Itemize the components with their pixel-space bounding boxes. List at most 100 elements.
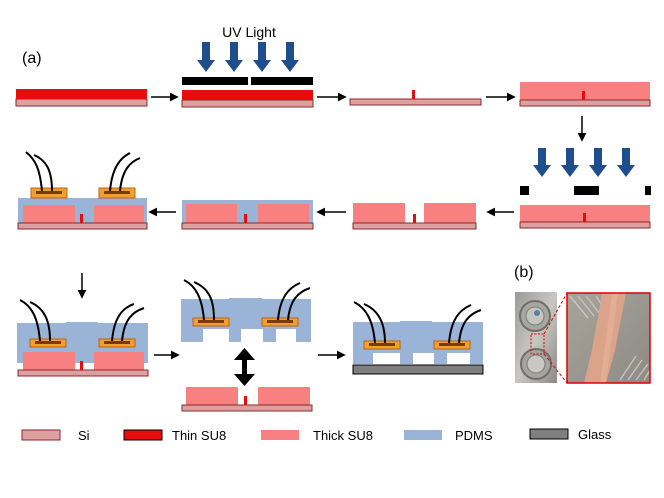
panel-a-label: (a) [22, 50, 42, 67]
wire [119, 157, 141, 192]
step-4-thick-su8-coating [519, 82, 651, 107]
legend-item-thin-su8: Thin SU8 [123, 428, 226, 443]
microchannel [584, 293, 626, 383]
wire [277, 282, 301, 321]
uv-arrows [533, 148, 635, 177]
legend-swatch [123, 429, 163, 441]
legend-label: Si [78, 428, 90, 443]
si-substrate [17, 369, 149, 377]
device-photo-zoom [566, 292, 651, 384]
electrode-film [104, 191, 130, 194]
wire [25, 151, 43, 192]
thick-su8-block [258, 204, 309, 223]
thin-su8-feature [583, 213, 586, 222]
legend: Si Thin SU8 Thick SU8 PDMS Glass [21, 427, 612, 443]
wire [353, 301, 376, 344]
electrode-film [35, 341, 61, 344]
thin-su8-feature [80, 361, 83, 370]
electrode-film [198, 320, 224, 323]
thin-su8-feature [80, 214, 83, 223]
thick-su8-block [94, 352, 144, 370]
si-substrate [352, 222, 477, 230]
step-3-developed-thin-su8 [349, 90, 482, 106]
electrode-film [104, 341, 130, 344]
wire [121, 307, 145, 342]
su8-mold [181, 387, 313, 412]
wire [448, 304, 472, 344]
legend-label: Glass [578, 427, 612, 442]
uv-arrow-icon [589, 148, 607, 177]
uv-light-label: UV Light [222, 24, 276, 40]
si-substrate [181, 222, 314, 230]
panel-b-label: (b) [514, 264, 534, 281]
electrode-film [267, 320, 293, 323]
thin-su8-feature [412, 90, 415, 99]
thick-su8-block [23, 352, 75, 370]
uv-arrow-icon [533, 148, 551, 177]
legend-swatch [404, 430, 442, 440]
panel-b-photos [515, 292, 651, 384]
si-substrate [349, 98, 482, 106]
wire [458, 309, 482, 344]
legend-item-pdms: PDMS [404, 428, 493, 443]
photomask [251, 77, 313, 85]
zoom-line [543, 292, 568, 335]
uv-arrows [197, 42, 299, 72]
uv-arrow-icon [281, 42, 299, 72]
thick-su8-block [186, 204, 237, 223]
step-8-electrode-embedding [17, 151, 148, 230]
step-10-peeled-pdms [181, 279, 311, 342]
thin-su8-feature [244, 396, 247, 405]
thin-su8-layer [16, 89, 147, 99]
wire [363, 303, 386, 344]
si-substrate [519, 99, 651, 107]
wires [25, 151, 141, 192]
legend-label: Thick SU8 [313, 428, 373, 443]
uv-arrow-icon [617, 148, 635, 177]
thin-su8-feature [244, 214, 247, 223]
uv-arrow-icon [225, 42, 243, 72]
legend-label: Thin SU8 [172, 428, 226, 443]
legend-swatch [21, 429, 61, 441]
thick-su8-block [353, 203, 405, 223]
step-2-uv-exposure [181, 42, 314, 108]
legend-swatch [261, 430, 299, 440]
alignment-double-arrow [234, 348, 255, 386]
glass-substrate [352, 364, 484, 375]
electrode-film [369, 343, 395, 346]
wires [183, 279, 311, 321]
photomask [645, 186, 651, 195]
zoom-frame [566, 292, 651, 384]
wire [287, 287, 311, 321]
zoom-line [543, 353, 568, 384]
photomask [182, 77, 248, 85]
legend-item-thick-su8: Thick SU8 [261, 428, 373, 443]
thick-su8-block [258, 387, 310, 405]
wire [29, 301, 51, 342]
wire [33, 154, 53, 192]
zoom-region [530, 333, 545, 355]
legend-label: PDMS [455, 428, 493, 443]
step-9-pdms-top-layer [17, 299, 149, 377]
wire [111, 303, 135, 342]
uv-arrow-icon [561, 148, 579, 177]
thick-su8-block [424, 203, 476, 223]
wires [353, 301, 482, 344]
si-substrate [181, 99, 314, 108]
thick-su8-block [23, 205, 75, 223]
wire [183, 279, 205, 321]
si-substrate [15, 98, 148, 107]
step-11-glass-bonding [352, 301, 484, 375]
wire [109, 152, 131, 192]
electrode-film [439, 343, 465, 346]
thick-su8-block [94, 205, 144, 223]
wire [19, 299, 41, 342]
si-substrate [181, 404, 313, 412]
step-6-su8-mold [352, 203, 477, 230]
thick-su8-block [186, 387, 238, 405]
thin-su8-feature [582, 91, 585, 100]
uv-arrow-icon [253, 42, 271, 72]
step-5-uv-exposure-thick [519, 148, 651, 229]
thin-su8-feature [413, 214, 416, 223]
device-photo-overview [515, 292, 557, 383]
